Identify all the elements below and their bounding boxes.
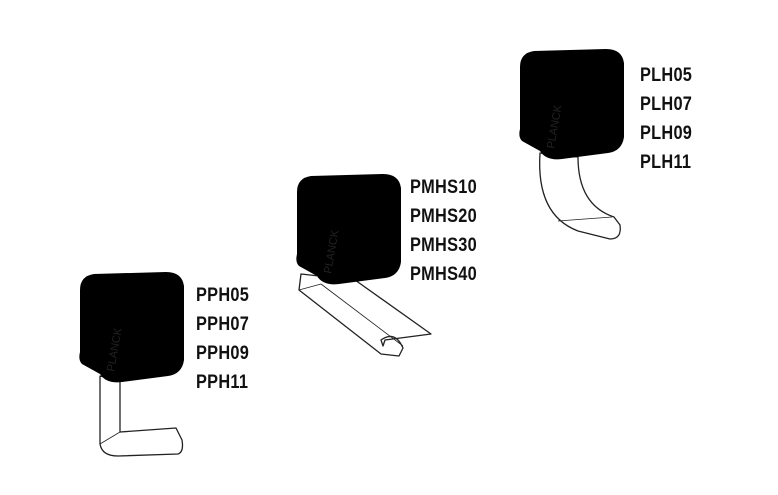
model-code: PMHS20	[410, 206, 477, 227]
pph-model-list: PPH05 PPH07 PPH09 PPH11	[196, 281, 249, 397]
pmhs-part-drawing: PLANCK	[296, 174, 432, 357]
model-code: PMHS10	[410, 177, 477, 198]
plh-part-drawing: PLANCK	[519, 49, 624, 240]
model-code: PLH05	[640, 65, 693, 86]
model-code: PPH07	[196, 314, 250, 335]
model-code: PPH05	[196, 285, 250, 306]
model-code: PMHS30	[410, 235, 477, 256]
model-code: PPH11	[196, 372, 249, 393]
model-code: PLH11	[640, 152, 692, 173]
model-code: PLH09	[640, 123, 693, 144]
model-code: PPH09	[196, 343, 250, 364]
pmhs-model-list: PMHS10 PMHS20 PMHS30 PMHS40	[410, 173, 477, 289]
model-code: PMHS40	[410, 264, 477, 285]
plh-model-list: PLH05 PLH07 PLH09 PLH11	[640, 61, 692, 177]
pph-part-drawing: PLANCK	[79, 272, 184, 457]
model-code: PLH07	[640, 94, 693, 115]
